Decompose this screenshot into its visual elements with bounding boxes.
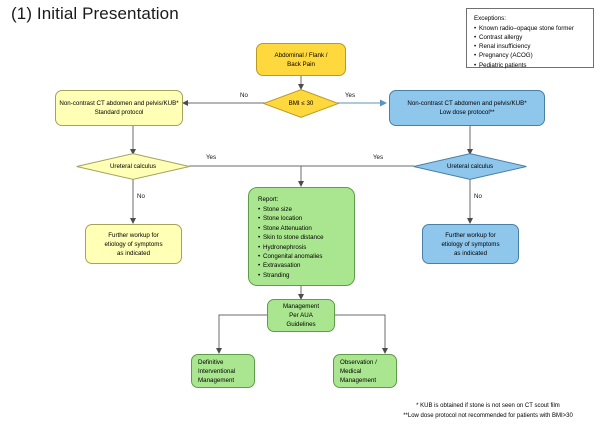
report-item: Stranding <box>258 271 354 280</box>
decision-bmi[interactable]: BMI ≤ 30 <box>263 89 339 118</box>
exceptions-item: Pregnancy (ACOG) <box>474 51 593 60</box>
report-item: Stone Attenuation <box>258 224 354 233</box>
exceptions-item: Known radio–opaque stone former <box>474 24 593 33</box>
diamond-shape <box>76 153 190 180</box>
exceptions-item: Renal insufficiency <box>474 42 593 51</box>
edge-label-bmi-yes: Yes <box>345 92 356 99</box>
edge-label-calculus-left-no: No <box>137 193 145 200</box>
decision-ureteral-calculus-right[interactable]: Ureteral calculus <box>413 153 527 180</box>
node-ct-low-dose-protocol[interactable]: Non-contrast CT abdomen and pelvis/KUB* … <box>389 90 545 126</box>
node-further-workup-left[interactable]: Further workup for etiology of symptoms … <box>85 224 182 264</box>
node-report[interactable]: Report: Stone size Stone location Stone … <box>248 187 355 286</box>
node-ct-standard-protocol[interactable]: Non-contrast CT abdomen and pelvis/KUB* … <box>55 90 183 126</box>
exceptions-item: Pediatric patients <box>474 61 593 70</box>
node-label: Observation / Medical Management <box>340 358 377 384</box>
node-management-per-aua-guidelines[interactable]: Management Per AUA Guidelines <box>267 299 335 332</box>
edge-label-calculus-left-yes: Yes <box>206 154 217 161</box>
node-label: Non-contrast CT abdomen and pelvis/KUB* … <box>407 100 527 116</box>
node-label: Abdominal / Flank / Back Pain <box>274 51 328 68</box>
diamond-shape <box>413 153 527 180</box>
decision-label: Ureteral calculus <box>446 162 494 170</box>
footnotes: * KUB is obtained if stone is not seen o… <box>403 403 573 419</box>
node-label: Non-contrast CT abdomen and pelvis/KUB* … <box>59 100 179 116</box>
decision-ureteral-calculus-left[interactable]: Ureteral calculus <box>76 153 190 180</box>
report-item: Stone location <box>258 214 354 223</box>
edge-label-calculus-right-no: No <box>474 193 482 200</box>
exceptions-list: Known radio–opaque stone former Contrast… <box>474 24 593 70</box>
exceptions-heading: Exceptions: <box>474 15 506 22</box>
exceptions-box: Exceptions: Known radio–opaque stone for… <box>466 8 594 70</box>
node-start-abdominal-flank-back-pain[interactable]: Abdominal / Flank / Back Pain <box>256 43 346 76</box>
page-title: (1) Initial Presentation <box>11 4 179 23</box>
node-label: Further workup for etiology of symptoms … <box>441 231 500 257</box>
report-heading: Report: <box>258 196 279 203</box>
report-item: Hydronephrosis <box>258 243 354 252</box>
report-list: Stone size Stone location Stone Attenuat… <box>258 205 354 280</box>
edge-label-bmi-no: No <box>240 92 248 99</box>
node-definitive-interventional-management[interactable]: Definitive Interventional Management <box>191 354 255 388</box>
report-item: Skin to stone distance <box>258 233 354 242</box>
diamond-shape <box>263 89 339 118</box>
report-item: Congenital anomalies <box>258 252 354 261</box>
edge-label-calculus-right-yes: Yes <box>373 154 384 161</box>
node-further-workup-right[interactable]: Further workup for etiology of symptoms … <box>422 224 519 264</box>
node-label: Definitive Interventional Management <box>198 358 236 384</box>
report-item: Stone size <box>258 205 354 214</box>
exceptions-item: Contrast allergy <box>474 33 593 42</box>
node-label: Further workup for etiology of symptoms … <box>104 231 163 257</box>
report-item: Extravasation <box>258 261 354 270</box>
decision-label: Ureteral calculus <box>109 162 157 170</box>
node-label: Management Per AUA Guidelines <box>282 303 320 328</box>
decision-label: BMI ≤ 30 <box>288 99 314 107</box>
node-observation-medical-management[interactable]: Observation / Medical Management <box>333 354 397 388</box>
